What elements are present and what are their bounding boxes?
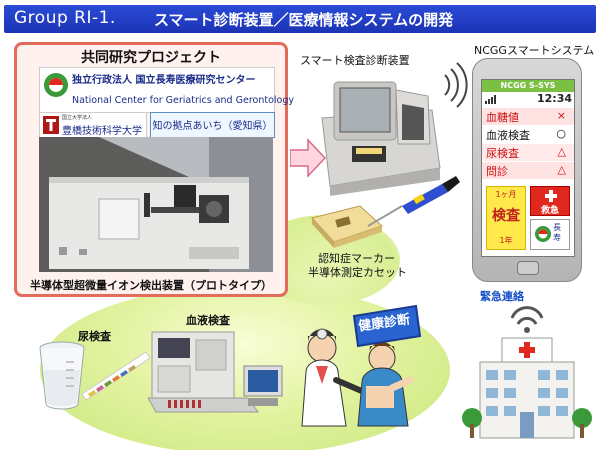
test-name: 問診 (486, 165, 508, 178)
emergency-label: 救急 (540, 206, 559, 216)
wireless-signal-icon (444, 62, 468, 108)
exam-button[interactable]: 1ヶ月 検査 1年 (486, 186, 526, 250)
longevity-label: 長寿 (553, 223, 561, 242)
test-result-mark: △ (557, 145, 566, 158)
pipette-image (367, 176, 460, 227)
right-arrow-icon (290, 138, 326, 178)
measurement-cassette-image (311, 205, 383, 248)
home-button[interactable] (517, 261, 539, 275)
smart-device-label: スマート検査診断装置 (300, 54, 410, 67)
smart-system-label: NCGGスマートシステム (474, 44, 595, 57)
ncgg-logo-small-icon (535, 226, 551, 242)
health-check-banner (352, 304, 422, 348)
doctor-patient-illustration (301, 328, 414, 427)
test-result-mark: △ (557, 163, 566, 176)
test-status-row[interactable]: 問診 △ (482, 162, 574, 180)
phone-screen: NCGG S-SYS 12:34 血糖値 × 血液検査 ○ 尿検査 △ 問診 △ 1ヶ月 検査… (481, 79, 575, 257)
test-name: 尿検査 (486, 147, 519, 160)
smartphone: NCGG S-SYS 12:34 血糖値 × 血液検査 ○ 尿検査 △ 問診 △ 1ヶ月 検査… (472, 58, 582, 282)
aichi-name: 知の拠点あいち（愛知県） (152, 121, 273, 132)
test-status-row[interactable]: 血糖値 × (482, 108, 574, 126)
ncgg-logo-icon (44, 73, 68, 97)
test-name: 血液検査 (486, 129, 530, 142)
clock: 12:34 (536, 92, 572, 105)
test-result-mark: × (556, 109, 566, 122)
prototype-photo (39, 137, 273, 272)
medical-cross-icon (545, 190, 557, 202)
tut-logo-box: 国立大学法人 豊橋技術科学大学 (39, 112, 147, 138)
tut-logo-icon (43, 116, 59, 134)
status-bar: 12:34 (482, 92, 574, 106)
test-status-list: 血糖値 × 血液検査 ○ 尿検査 △ 問診 △ (482, 108, 574, 180)
dementia-marker-label: 認知症マーカー (318, 252, 395, 265)
exam-period-bottom: 1年 (499, 236, 513, 245)
hospital-image (462, 306, 592, 439)
tut-type: 国立大学法人 (62, 115, 93, 121)
tut-name: 豊橋技術科学大学 (62, 126, 142, 137)
test-status-row[interactable]: 尿検査 △ (482, 144, 574, 162)
exam-period-top: 1ヶ月 (495, 190, 517, 199)
project-title: 共同研究プロジェクト (81, 50, 221, 66)
emergency-button[interactable]: 救急 (530, 186, 570, 216)
app-name-bar: NCGG S-SYS (482, 80, 574, 92)
ncgg-app-button[interactable]: 長寿 (530, 219, 570, 250)
project-panel: 共同研究プロジェクト 独立行政法人 国立長寿医療研究センター National … (14, 42, 294, 297)
header-bar: Group RI-1. スマート診断装置／医療情報システムの開発 (4, 5, 596, 33)
urine-test-label: 尿検査 (78, 330, 111, 343)
blood-test-label: 血液検査 (186, 314, 230, 327)
ncgg-logo-box: 独立行政法人 国立長寿医療研究センター National Center for … (39, 67, 294, 113)
signal-bars-icon (485, 95, 496, 104)
prototype-device-image (39, 137, 273, 272)
urine-test-strip-image (81, 351, 151, 400)
ncgg-name-jp: 独立行政法人 国立長寿医療研究センター (72, 75, 256, 86)
prototype-caption: 半導体型超微量イオン検出装置（プロトタイプ） (30, 279, 272, 292)
blood-analyzer-image (148, 331, 283, 413)
emergency-contact-label: 緊急連絡 (480, 290, 524, 303)
cassette-label: 半導体測定カセット (308, 266, 407, 279)
test-name: 血糖値 (486, 111, 519, 124)
ncgg-name-en: National Center for Geriatrics and Geron… (72, 95, 294, 106)
urine-cup-image (39, 341, 85, 410)
smart-device-image (321, 81, 441, 196)
test-status-row[interactable]: 血液検査 ○ (482, 126, 574, 144)
exam-label: 検査 (492, 208, 520, 224)
slide-title: スマート診断装置／医療情報システムの開発 (154, 11, 454, 29)
test-result-mark: ○ (556, 127, 566, 140)
aichi-logo-box: 知の拠点あいち（愛知県） (150, 112, 275, 138)
group-label: Group RI-1. (14, 8, 116, 28)
